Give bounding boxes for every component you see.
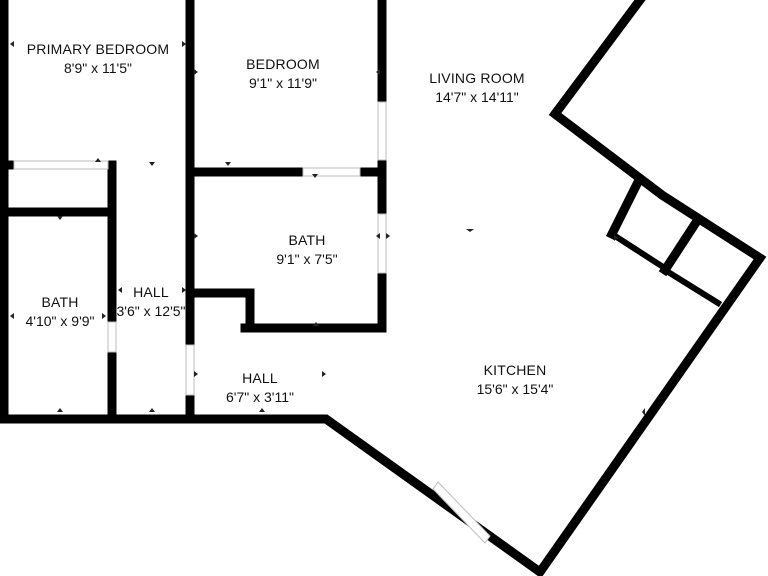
room-label-bedroom: BEDROOM 9'1" x 11'9" — [246, 55, 320, 93]
room-name: PRIMARY BEDROOM — [26, 41, 170, 57]
closet-front-a — [607, 229, 665, 270]
door-gap-bedroom-bath — [302, 167, 361, 177]
closet-wall-b — [658, 217, 702, 277]
room-label-kitchen: KITCHEN 15'6" x 15'4" — [477, 361, 554, 399]
room-dimensions: 4'10" x 9'9" — [25, 313, 95, 329]
wall-bath-closet — [185, 288, 255, 333]
door-gap-left-closet — [13, 160, 109, 170]
dimension-ticks — [10, 41, 645, 416]
room-dimensions: 14'7" x 14'11" — [435, 89, 519, 105]
room-label-bath-upper: BATH 9'1" x 7'5" — [276, 231, 337, 269]
room-name: BATH — [288, 232, 326, 248]
room-name: KITCHEN — [483, 362, 547, 378]
room-dimensions: 9'1" x 7'5" — [276, 251, 338, 267]
room-name: BEDROOM — [246, 56, 320, 72]
room-dimensions: 8'9" x 11'5" — [64, 60, 132, 76]
room-label-primary-bedroom: PRIMARY BEDROOM 8'9" x 11'5" — [27, 40, 170, 78]
door-gap-hall-left — [107, 321, 117, 353]
room-name: LIVING ROOM — [429, 70, 525, 86]
room-label-bath-left: BATH 4'10" x 9'9" — [26, 293, 95, 331]
window-gap-bath — [377, 213, 387, 274]
room-dimensions: 9'1" x 11'9" — [249, 75, 317, 91]
room-dimensions: 6'7" x 3'11" — [226, 389, 294, 405]
room-label-living-room: LIVING ROOM 14'7" x 14'11" — [429, 69, 525, 107]
door-gap-hall-lower — [185, 344, 195, 396]
closet-front-b — [660, 265, 723, 308]
room-name: HALL — [133, 284, 169, 300]
closet-wall-a — [605, 177, 644, 241]
room-name: HALL — [242, 370, 278, 386]
room-dimensions: 15'6" x 15'4" — [476, 381, 554, 397]
room-dimensions: 3'6" x 12'5" — [116, 303, 186, 319]
window-gap-bedroom — [377, 101, 387, 161]
room-name: BATH — [41, 294, 79, 310]
room-label-hall-lower: HALL 6'7" x 3'11" — [226, 369, 294, 407]
room-label-hall-vertical: HALL 3'6" x 12'5" — [117, 283, 186, 321]
door-gap-kitchen — [432, 481, 491, 544]
